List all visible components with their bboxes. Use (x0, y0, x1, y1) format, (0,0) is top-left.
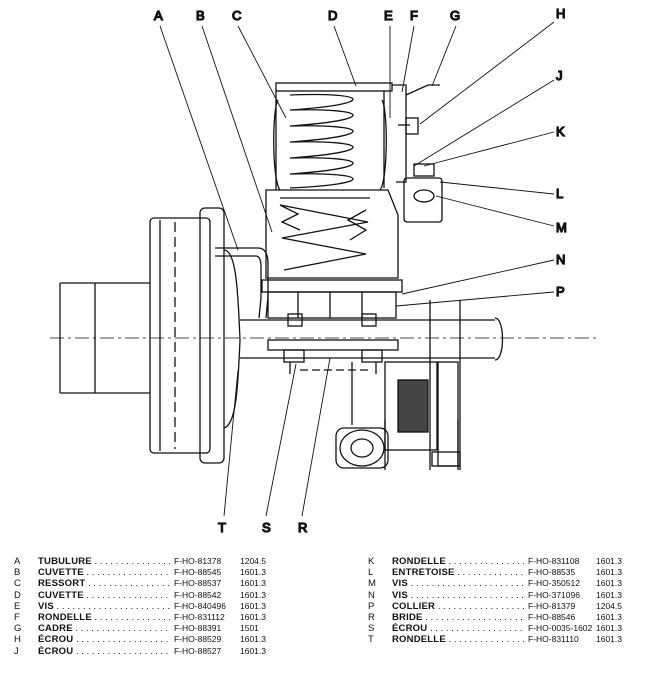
callout-S: S (262, 520, 271, 535)
part-letter: G (14, 623, 22, 635)
part-letter: J (14, 645, 19, 657)
part-code: 1601.3 (240, 589, 266, 600)
leader-lines (159, 21, 555, 517)
tubulure (215, 247, 269, 319)
part-letter: L (368, 567, 374, 579)
callout-C: C (232, 8, 241, 23)
suspension-diagram: A B C D E F G H J K L M N P R S T (50, 5, 600, 536)
callout-P: P (556, 284, 565, 299)
part-ref: F-HO-840496 (174, 600, 226, 611)
callout-G: G (450, 8, 460, 23)
callout-K: K (556, 124, 565, 139)
part-ref: F-HO-0035-1602 (528, 623, 593, 634)
part-letter: N (368, 589, 375, 601)
part-code: 1204.5 (596, 600, 622, 611)
callout-H: H (556, 6, 565, 21)
callout-L: L (556, 186, 563, 201)
part-ref: F-HO-88391 (174, 623, 222, 634)
spring-outline (273, 99, 387, 191)
callout-J: J (556, 68, 563, 83)
part-ref: F-HO-88537 (174, 578, 222, 589)
part-letter: R (368, 611, 375, 623)
part-letter: P (368, 600, 375, 612)
part-name: RONDELLE (392, 556, 524, 567)
part-ref: F-HO-81379 (528, 600, 576, 611)
part-ref: F-HO-831108 (528, 556, 580, 566)
part-code: 1601.3 (240, 611, 266, 622)
part-code: 1601.3 (240, 634, 266, 645)
part-ref: F-HO-831112 (174, 611, 225, 622)
part-name: ÉCROU (38, 634, 170, 645)
part-name: VIS (392, 590, 524, 601)
part-name: CUVETTE (38, 567, 170, 578)
part-code: 1601.3 (596, 567, 622, 578)
part-name: CADRE (38, 623, 170, 634)
part-letter: B (14, 567, 21, 579)
part-letter: H (14, 634, 21, 646)
part-name: ÉCROU (38, 646, 170, 657)
part-ref: F-HO-88546 (528, 611, 576, 622)
upper-spring (289, 93, 354, 189)
part-name: TUBULURE (38, 556, 170, 567)
part-ref: F-HO-831110 (528, 634, 579, 645)
part-code: 1601.3 (596, 556, 622, 566)
bride (267, 339, 399, 374)
part-code: 1501 (240, 623, 259, 634)
part-ref: F-HO-371096 (528, 589, 580, 600)
callout-N: N (556, 252, 565, 267)
part-letter: E (14, 600, 21, 612)
part-name: RONDELLE (392, 634, 524, 645)
axle-tube (240, 300, 504, 470)
callout-T: T (218, 520, 226, 535)
part-name: RESSORT (38, 578, 170, 589)
part-name: BRIDE (392, 612, 524, 623)
part-code: 1601.3 (240, 567, 266, 578)
inner-spring (279, 204, 369, 271)
part-ref: F-HO-88527 (174, 645, 222, 656)
part-letter: M (368, 578, 376, 590)
callout-R: R (298, 520, 307, 535)
part-name: ÉCROU (392, 623, 524, 634)
part-letter: T (368, 634, 374, 646)
part-name: VIS (392, 578, 524, 589)
part-code: 1601.3 (240, 600, 266, 611)
part-code: 1601.3 (596, 578, 622, 589)
part-letter: F (14, 611, 20, 623)
part-code: 1204.5 (240, 556, 266, 566)
part-name: VIS (38, 601, 170, 612)
callout-M: M (556, 220, 567, 235)
collier (261, 279, 403, 327)
bracket-cadre (392, 84, 443, 223)
leaf-spring-pack (384, 361, 459, 470)
part-code: 1601.3 (596, 611, 622, 622)
part-ref: F-HO-88535 (528, 567, 576, 578)
part-letter: C (14, 578, 21, 590)
callout-A: A (154, 8, 163, 23)
part-letter: K (368, 556, 375, 567)
part-name: ENTRETOISE (392, 567, 524, 578)
spring-eye (335, 427, 461, 469)
part-ref: F-HO-350512 (528, 578, 580, 589)
part-name: COLLIER (392, 601, 524, 612)
part-letter: S (368, 623, 375, 635)
callout-B: B (196, 8, 205, 23)
part-ref: F-HO-81378 (174, 556, 222, 566)
lower-cuvette (265, 189, 399, 279)
callout-E: E (384, 8, 393, 23)
part-code: 1601.3 (240, 578, 266, 589)
part-name: RONDELLE (38, 612, 170, 623)
callout-D: D (328, 8, 337, 23)
part-code: 1601.3 (596, 623, 622, 634)
part-ref: F-HO-88542 (174, 589, 222, 600)
part-code: 1601.3 (596, 634, 622, 645)
callout-F: F (410, 8, 418, 23)
part-code: 1601.3 (240, 645, 266, 656)
part-ref: F-HO-88545 (174, 567, 222, 578)
part-code: 1601.3 (596, 589, 622, 600)
part-letter: D (14, 589, 21, 601)
part-ref: F-HO-88529 (174, 634, 222, 645)
part-letter: A (14, 556, 21, 567)
wheel-drum (59, 207, 241, 464)
part-name: CUVETTE (38, 590, 170, 601)
